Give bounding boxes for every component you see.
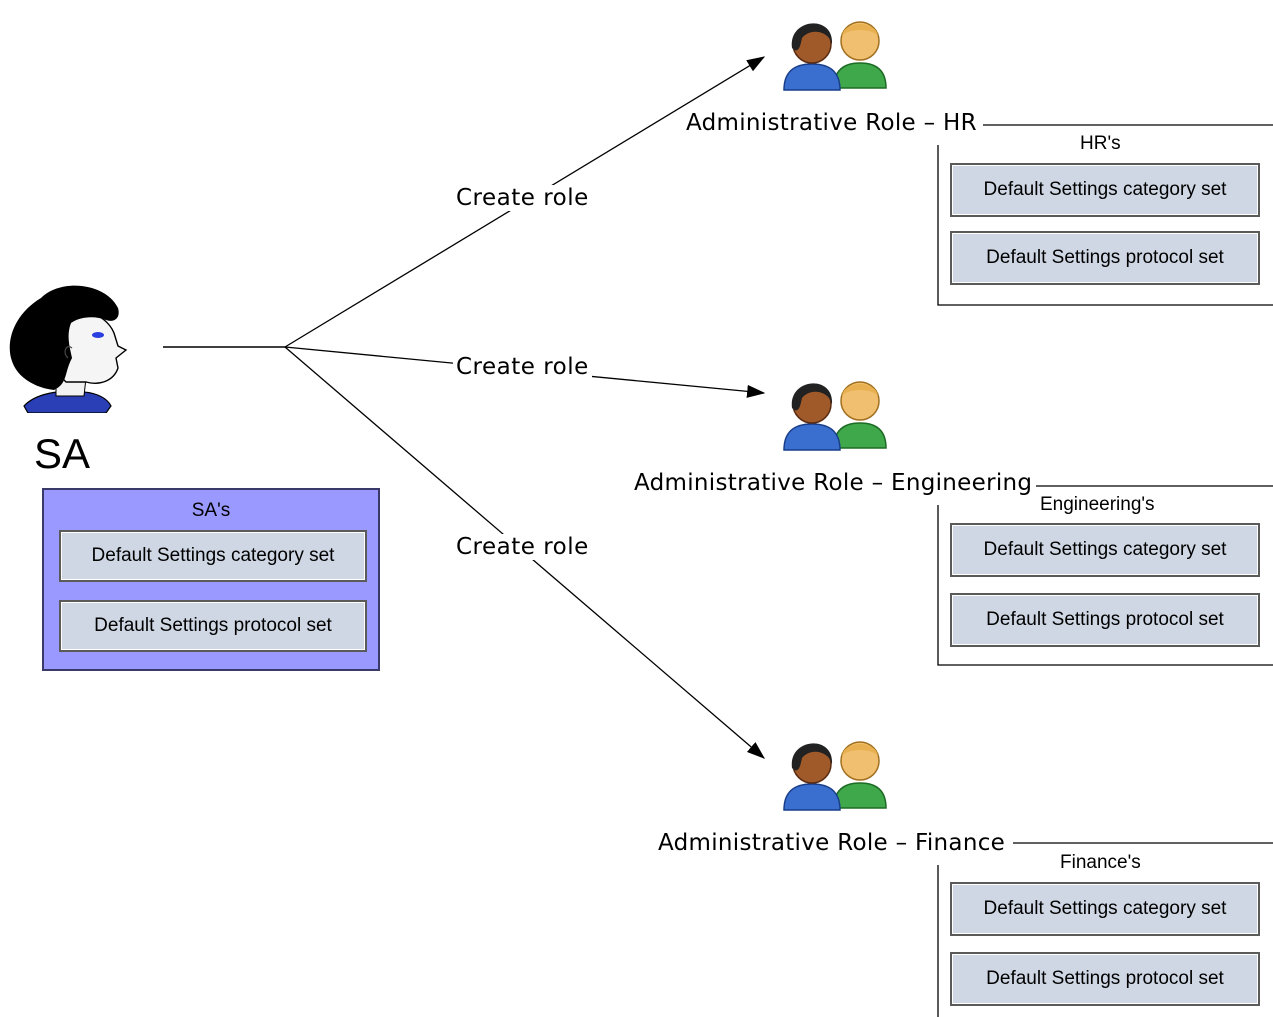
- user-group-icon: [783, 381, 887, 451]
- engineering-panel-title: Engineering's: [1038, 494, 1157, 516]
- sa-label: SA: [34, 430, 91, 477]
- role-title-hr: Administrative Role – HR: [684, 110, 979, 136]
- hr-panel-bracket: [937, 145, 1273, 306]
- role-title-finance: Administrative Role – Finance: [656, 830, 1008, 856]
- user-group-icon: [783, 741, 887, 811]
- user-group-icon: [783, 21, 887, 91]
- engineering-category-set[interactable]: Default Settings category set: [950, 523, 1260, 577]
- sa-settings-panel: SA's Default Settings category set Defau…: [42, 488, 380, 671]
- sa-panel-title: SA's: [191, 500, 231, 521]
- role-title-engineering: Administrative Role – Engineering: [632, 470, 1035, 496]
- sa-category-set[interactable]: Default Settings category set: [59, 530, 367, 582]
- engineering-protocol-set[interactable]: Default Settings protocol set: [950, 593, 1260, 647]
- hr-protocol-set[interactable]: Default Settings protocol set: [950, 231, 1260, 285]
- hr-category-set[interactable]: Default Settings category set: [950, 163, 1260, 217]
- finance-panel-title: Finance's: [1058, 852, 1143, 874]
- create-role-label-engineering: Create role: [453, 354, 592, 380]
- engineering-panel-bracket: [937, 505, 1273, 666]
- hr-panel-title: HR's: [1078, 133, 1123, 155]
- create-role-label-finance: Create role: [453, 534, 592, 560]
- person-profile-icon: [9, 285, 128, 413]
- finance-protocol-set[interactable]: Default Settings protocol set: [950, 952, 1260, 1006]
- create-role-label-hr: Create role: [453, 185, 592, 211]
- finance-category-set[interactable]: Default Settings category set: [950, 882, 1260, 936]
- sa-protocol-set[interactable]: Default Settings protocol set: [59, 600, 367, 652]
